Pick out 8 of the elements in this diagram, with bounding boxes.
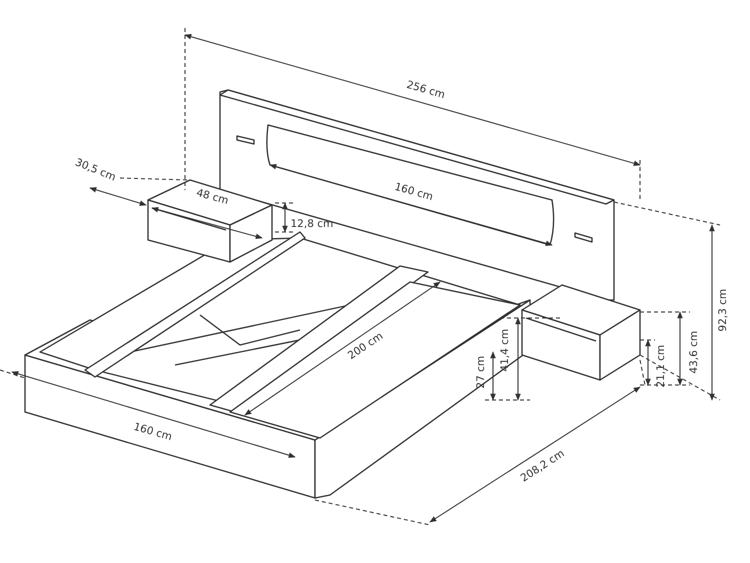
dimension-label: 160 cm (392, 181, 434, 202)
dimension-label: 256 cm (404, 79, 446, 100)
dimension-label: 30,5 cm (73, 156, 117, 183)
dimension-label: 48 cm (194, 187, 229, 206)
dimension-label: 200 cm (346, 330, 384, 362)
dimension-label: 43,6 cm (688, 330, 700, 374)
dimension-label: 160 cm (132, 421, 173, 442)
dimension-label: 92,3 cm (718, 288, 728, 332)
